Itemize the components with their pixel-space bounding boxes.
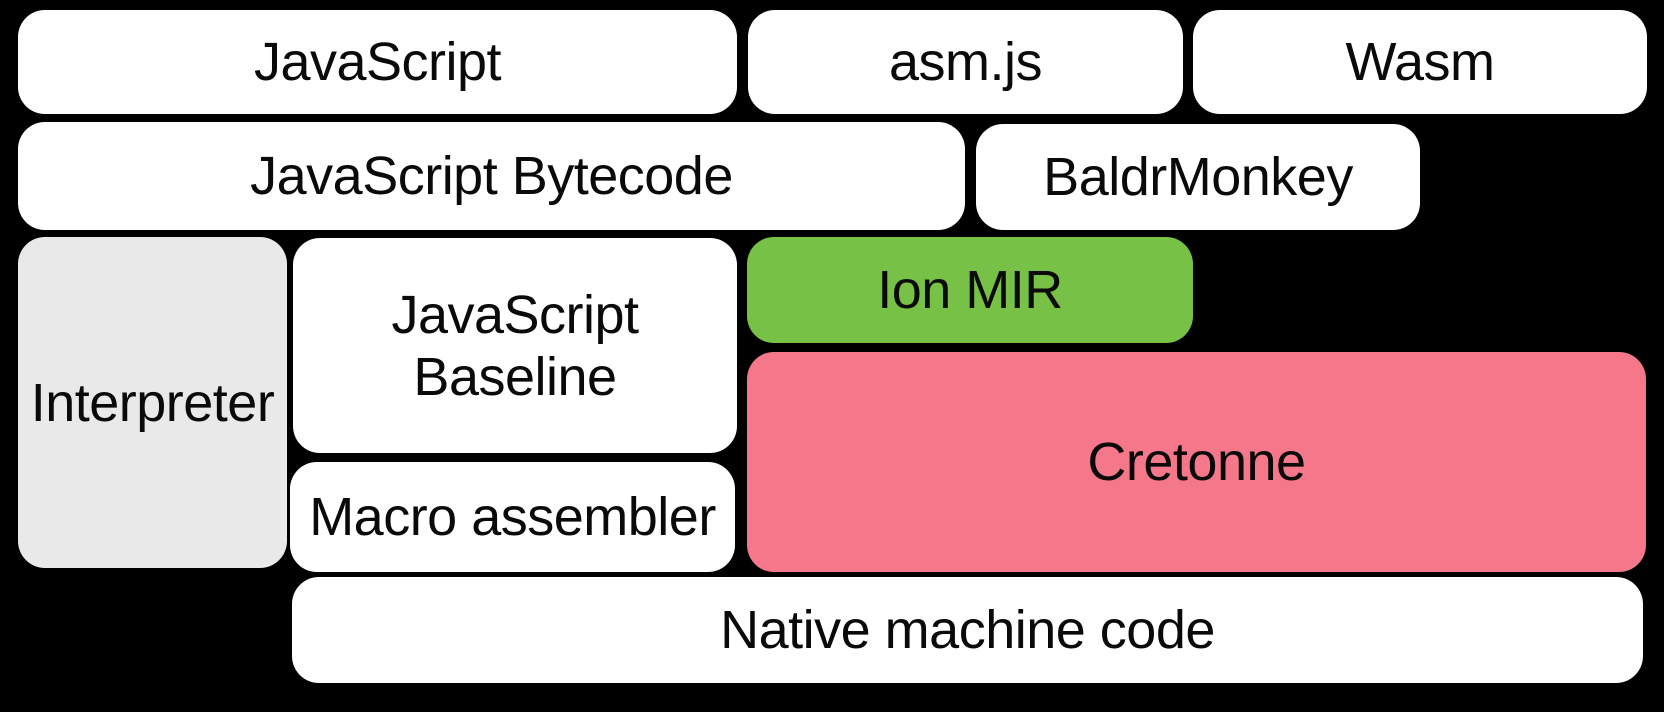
block-interpreter-label: Interpreter bbox=[30, 372, 275, 433]
block-javascript-baseline: JavaScript Baseline bbox=[293, 238, 737, 453]
block-baldrmonkey: BaldrMonkey bbox=[976, 124, 1420, 230]
block-macro-assembler: Macro assembler bbox=[290, 462, 735, 572]
block-wasm-label: Wasm bbox=[1345, 32, 1495, 92]
block-native-machine-code-label: Native machine code bbox=[720, 600, 1215, 660]
block-cretonne-label: Cretonne bbox=[1087, 432, 1306, 492]
block-javascript-bytecode-label: JavaScript Bytecode bbox=[250, 146, 733, 206]
block-wasm: Wasm bbox=[1193, 10, 1647, 114]
block-asmjs-label: asm.js bbox=[888, 32, 1043, 92]
block-javascript-baseline-line2: Baseline bbox=[413, 346, 617, 407]
block-macro-assembler-label: Macro assembler bbox=[309, 487, 716, 547]
block-javascript-label: JavaScript bbox=[253, 32, 502, 92]
block-interpreter: Interpreter bbox=[18, 237, 287, 568]
block-javascript-baseline-label: JavaScript Baseline bbox=[391, 284, 639, 408]
block-baldrmonkey-label: BaldrMonkey bbox=[1043, 147, 1353, 207]
block-javascript-baseline-line1: JavaScript bbox=[391, 284, 639, 345]
block-asmjs: asm.js bbox=[748, 10, 1183, 114]
block-javascript: JavaScript bbox=[18, 10, 737, 114]
block-native-machine-code: Native machine code bbox=[292, 577, 1643, 683]
block-ion-mir: Ion MIR bbox=[747, 237, 1193, 343]
block-javascript-bytecode: JavaScript Bytecode bbox=[18, 122, 965, 230]
block-ion-mir-label: Ion MIR bbox=[877, 260, 1063, 320]
block-cretonne: Cretonne bbox=[747, 352, 1646, 572]
